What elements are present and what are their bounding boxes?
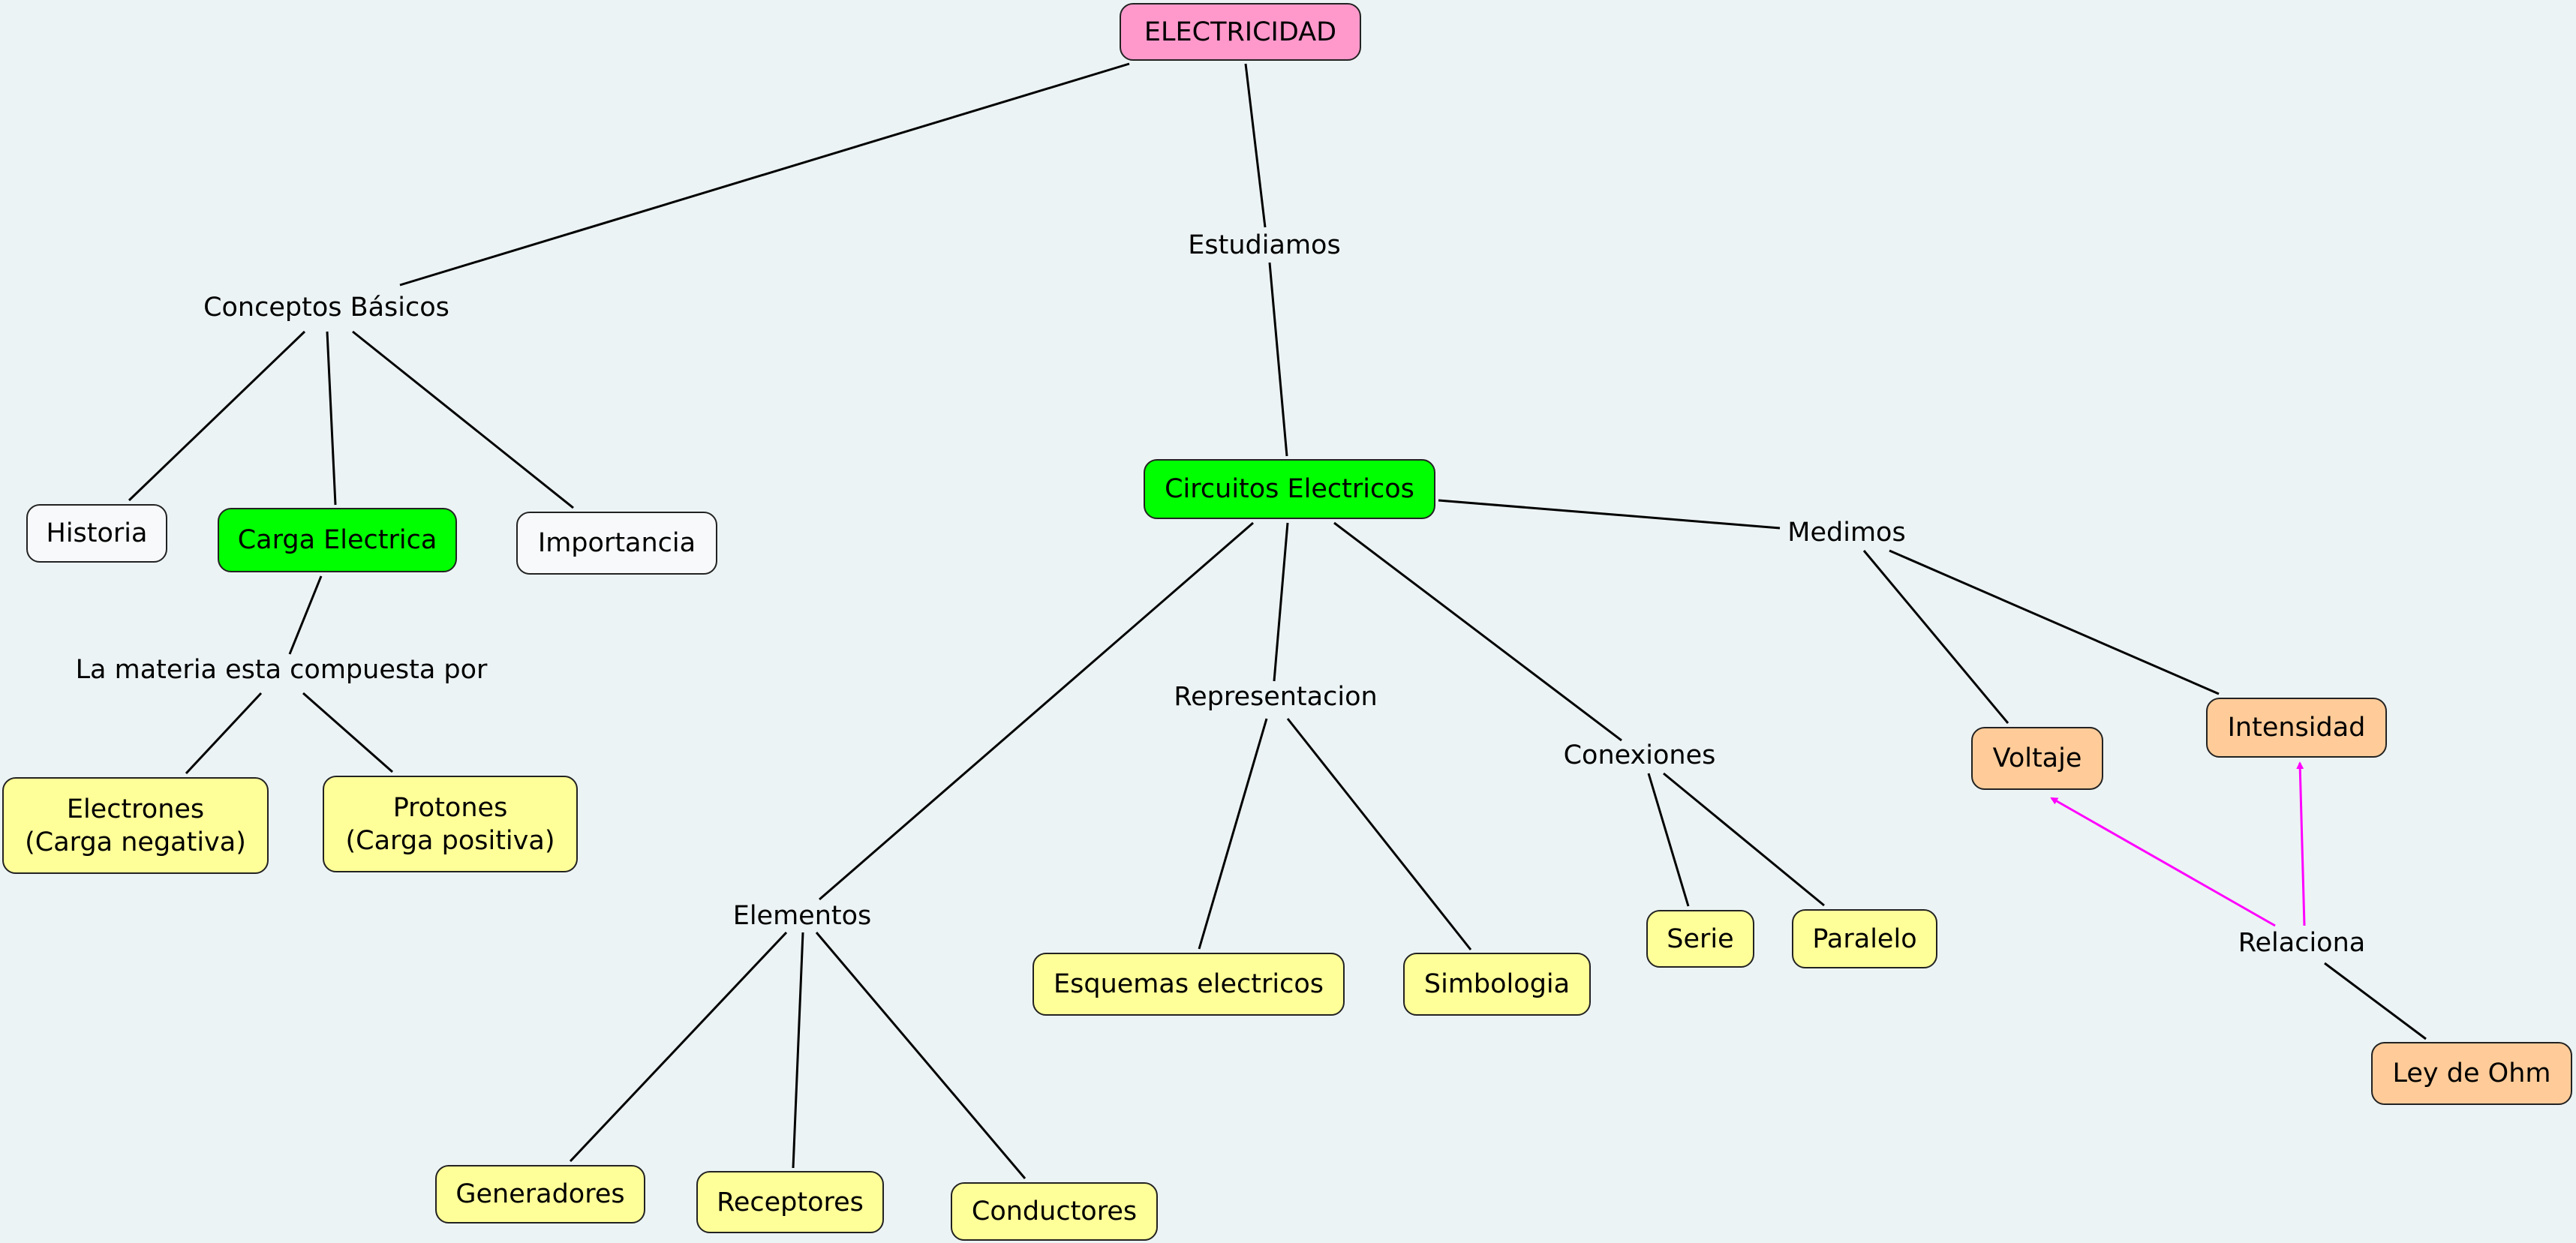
link-conceptos-historia [128,330,306,502]
link-representacion-esquemas [1198,718,1268,950]
concept-receptores[interactable]: Receptores [696,1171,884,1233]
concept-serie[interactable]: Serie [1646,910,1754,968]
link-materia-electrones [185,692,263,775]
concept-electrones[interactable]: Electrones (Carga negativa) [2,777,269,874]
concept-historia[interactable]: Historia [26,504,167,563]
link-carga-materia [288,575,323,655]
link-relaciona-leyohm [2324,962,2427,1040]
concept-protones[interactable]: Protones (Carga positiva) [323,776,578,872]
phrase-representacion[interactable]: Representacion [1174,682,1378,712]
concept-circuitos-electricos[interactable]: Circuitos Electricos [1144,459,1435,519]
concept-voltaje[interactable]: Voltaje [1971,727,2103,790]
concept-electricidad[interactable]: ELECTRICIDAD [1120,3,1361,61]
link-circuitos-medimos [1438,499,1781,530]
phrase-conceptos-basicos[interactable]: Conceptos Básicos [203,293,449,323]
arrow-relaciona-intensidad [2296,761,2306,926]
link-materia-protones [302,692,393,773]
link-medimos-voltaje [1862,550,2009,724]
link-conceptos-importancia [352,330,574,509]
phrase-medimos[interactable]: Medimos [1787,518,1906,548]
link-electricidad-conceptos [399,62,1130,287]
link-estudiamos-circuitos [1268,262,1288,457]
concept-conductores[interactable]: Conductores [951,1182,1158,1241]
concept-simbologia[interactable]: Simbologia [1403,953,1591,1016]
phrase-relaciona[interactable]: Relaciona [2238,928,2366,958]
phrase-la-materia-esta-compuesta-por[interactable]: La materia esta compuesta por [75,655,488,685]
concept-esquemas-electricos[interactable]: Esquemas electricos [1033,953,1345,1016]
phrase-elementos[interactable]: Elementos [732,901,872,931]
arrow-relaciona-voltaje [2050,797,2276,927]
concept-intensidad[interactable]: Intensidad [2206,698,2387,758]
phrase-estudiamos[interactable]: Estudiamos [1188,230,1341,260]
link-conexiones-paralelo [1663,772,1825,907]
link-conexiones-serie [1647,773,1690,907]
link-circuitos-conexiones [1333,521,1622,742]
concept-generadores[interactable]: Generadores [435,1165,645,1223]
link-medimos-intensidad [1889,549,2220,695]
concept-importancia[interactable]: Importancia [516,512,717,575]
phrase-conexiones[interactable]: Conexiones [1563,740,1716,770]
link-elementos-generadores [569,931,788,1163]
link-representacion-simbologia [1286,718,1472,950]
link-circuitos-representacion [1273,522,1289,682]
concept-carga-electrica[interactable]: Carga Electrica [218,508,457,572]
concept-paralelo[interactable]: Paralelo [1792,909,1937,968]
link-conceptos-carga [326,331,337,506]
link-elementos-receptores [792,932,804,1169]
link-elementos-conductores [815,932,1026,1179]
concept-ley-de-ohm[interactable]: Ley de Ohm [2371,1042,2572,1105]
link-electricidad-estudiamos [1244,63,1267,228]
link-circuitos-elementos [819,521,1254,901]
